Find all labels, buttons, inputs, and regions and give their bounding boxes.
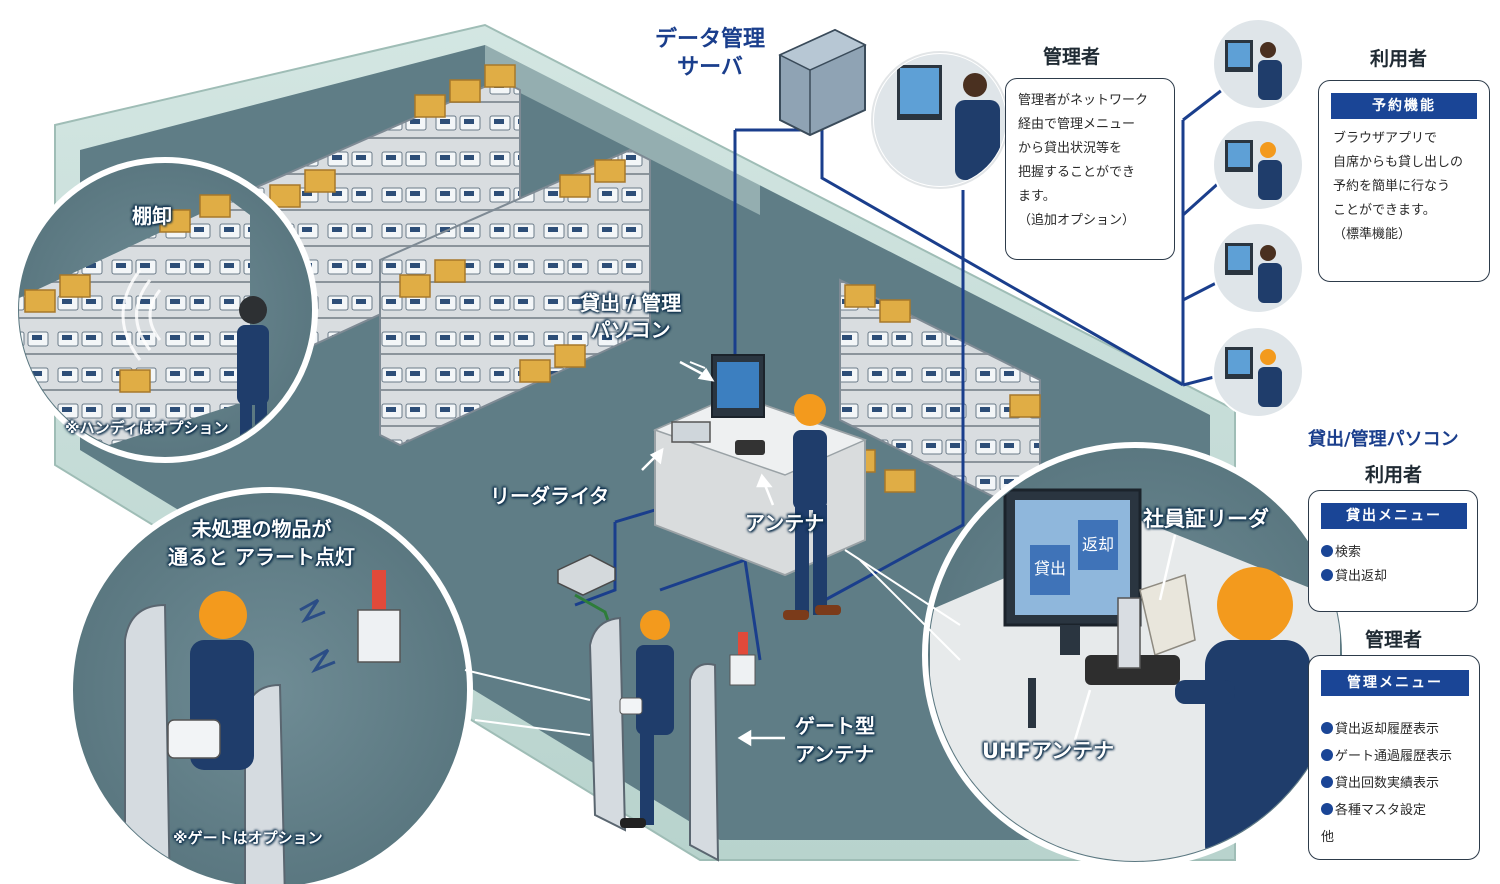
user-circles (1212, 18, 1304, 418)
worker-at-desk (783, 394, 841, 620)
admin-menu-list: 貸出返却履歴表示 ゲート通過履歴表示 貸出回数実績表示 各種マスタ設定 他 (1321, 716, 1452, 851)
admin-description-text: 管理者がネットワーク 経由で管理メニュー から貸出状況等を 把握することができ … (1018, 93, 1149, 228)
admin-menu-item: 貸出回数実績表示 (1321, 770, 1452, 797)
callout-lines (464, 361, 961, 736)
user-top-label: 利用者 (1370, 48, 1428, 70)
reservation-title: 予約機能 (1331, 93, 1477, 119)
admin-menu-title: 管理メニュー (1321, 670, 1469, 696)
lending-pc-label: 貸出 / 管理 パソコン (580, 291, 682, 342)
alert-label: 未処理の物品が 通ると アラート点灯 (168, 517, 355, 569)
bullet-icon (1321, 722, 1333, 734)
reader-writer-label: リーダライタ (490, 484, 610, 508)
admin-description-panel: 管理者がネットワーク 経由で管理メニュー から貸出状況等を 把握することができ … (1005, 78, 1175, 260)
reservation-text: ブラウザアプリで 自席からも貸し出しの 予約を簡単に行なう ことができます。 （… (1333, 131, 1464, 242)
inventory-circle (12, 157, 318, 463)
admin-menu-item: 貸出返却履歴表示 (1321, 716, 1452, 743)
lending-menu-title: 貸出メニュー (1321, 503, 1467, 529)
bullet-icon (1321, 776, 1333, 788)
admin-menu-panel: 管理メニュー 貸出返却履歴表示 ゲート通過履歴表示 貸出回数実績表示 各種マスタ… (1308, 655, 1480, 860)
reader-writer-device (557, 554, 616, 596)
shelf-rack-back (249, 64, 651, 447)
bullet-icon (1321, 803, 1333, 815)
gate-note: ※ゲートはオプション (173, 829, 323, 847)
admin-top-label: 管理者 (1043, 46, 1101, 68)
shelf-rack-right (839, 278, 1041, 522)
data-server (778, 28, 867, 137)
bullet-icon (1321, 545, 1333, 557)
admin-menu-item: ゲート通過履歴表示 (1321, 743, 1452, 770)
lending-menu-panel: 貸出メニュー 検索 貸出返却 (1308, 490, 1478, 612)
pc-admin-label: 管理者 (1365, 629, 1423, 651)
uhf-antenna-label: UHFアンテナ (982, 739, 1115, 763)
handy-note: ※ハンディはオプション (65, 419, 229, 437)
inventory-label: 棚卸 (132, 204, 172, 228)
gate-antenna-label: ゲート型 アンテナ (795, 714, 875, 766)
antenna-label: アンテナ (745, 511, 825, 535)
screen-label-left: 貸出 (1034, 559, 1066, 578)
screen-label-right: 返却 (1082, 535, 1114, 554)
admin-circle (871, 51, 1009, 189)
bullet-icon (1321, 569, 1333, 581)
user-circle-1 (1212, 18, 1304, 110)
network-lines (574, 88, 1224, 661)
admin-menu-more: 他 (1321, 830, 1335, 845)
lending-menu-item: 貸出返却 (1321, 565, 1387, 589)
id-reader-label: 社員証リーダ (1143, 507, 1269, 531)
gate-antenna (588, 610, 756, 862)
pc-detail-circle (922, 442, 1348, 868)
pc-user-label: 利用者 (1365, 464, 1423, 486)
pc-section-title: 貸出/管理パソコン (1308, 429, 1459, 450)
bullet-icon (1321, 749, 1333, 761)
gate-circle (67, 487, 473, 884)
lending-menu-item: 検索 (1321, 541, 1387, 565)
lending-menu-list: 検索 貸出返却 (1321, 541, 1387, 589)
arrows (641, 360, 1177, 747)
server-label: データ管理 サーバ (655, 27, 766, 80)
user-circle-3 (1212, 222, 1304, 314)
user-circle-2 (1212, 119, 1304, 211)
user-circle-4 (1212, 326, 1304, 418)
reservation-panel: 予約機能 ブラウザアプリで 自席からも貸し出しの 予約を簡単に行なう ことができ… (1318, 80, 1490, 282)
admin-menu-item: 各種マスタ設定 (1321, 797, 1452, 824)
